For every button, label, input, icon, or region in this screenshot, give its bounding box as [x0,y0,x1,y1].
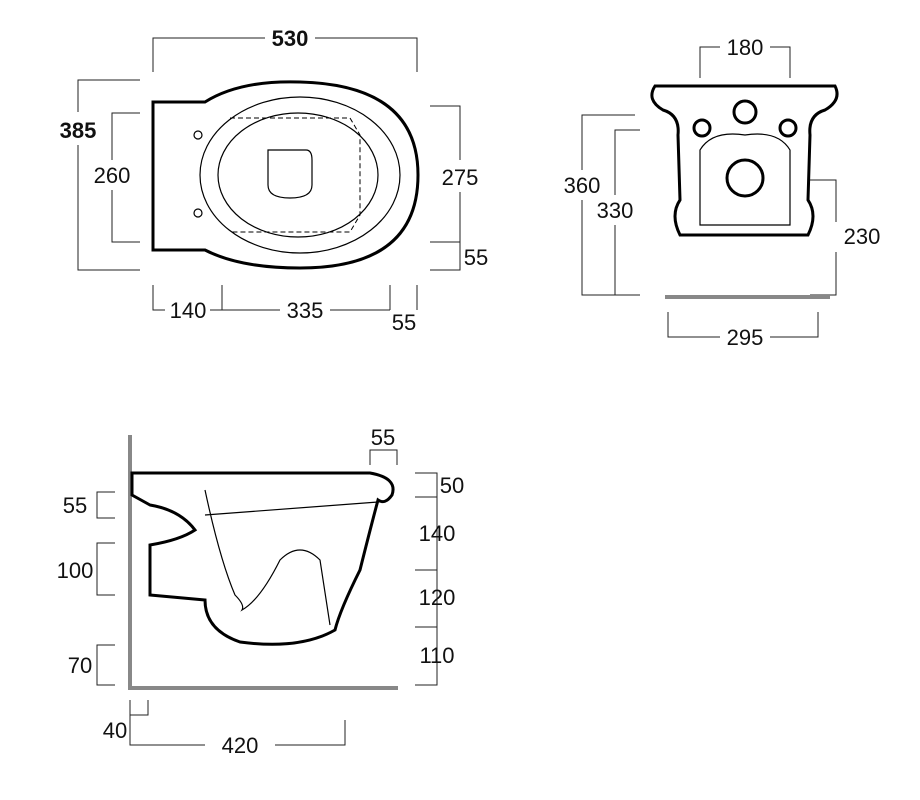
inlet-icon [732,99,758,125]
dim-100: 100 [57,558,94,583]
outlet-icon [267,149,313,199]
dim-530: 530 [272,26,309,51]
top-view-rim [199,96,401,254]
top-view: 530 385 260 275 55 140 335 55 [60,26,489,335]
top-view-bowl [217,112,379,238]
dim-260: 260 [94,163,131,188]
dim-420: 420 [222,733,259,758]
dim-140: 140 [170,298,207,323]
dim-55-inlet: 55 [63,493,87,518]
outlet-icon [725,158,765,198]
dim-230: 230 [844,224,881,249]
side-view-trap [204,489,379,626]
dim-180: 180 [727,35,764,60]
fixing-hole [692,118,712,138]
dim-40: 40 [103,718,127,743]
dim-50: 50 [440,473,464,498]
dim-360: 360 [564,173,601,198]
top-view-hidden-line [230,117,361,233]
dim-110: 110 [419,643,454,668]
dim-330: 330 [597,198,634,223]
dim-275: 275 [442,165,479,190]
dim-55-rim: 55 [464,245,488,270]
dim-335: 335 [287,298,324,323]
front-view-bowl [699,133,791,226]
dim-55-front: 55 [392,310,416,335]
fixing-hole [193,130,203,140]
dim-120: 120 [419,585,456,610]
fixing-hole [193,208,203,218]
dim-385: 385 [60,118,97,143]
dim-55-overhang: 55 [371,425,395,450]
dim-140: 140 [419,521,456,546]
front-view: 180 360 330 230 295 [564,35,881,350]
dim-295: 295 [727,325,764,350]
dim-70: 70 [68,653,92,678]
side-view: 55 50 140 120 110 55 100 70 40 420 [57,425,465,758]
side-view-outline [130,471,395,646]
fixing-hole [778,118,798,138]
